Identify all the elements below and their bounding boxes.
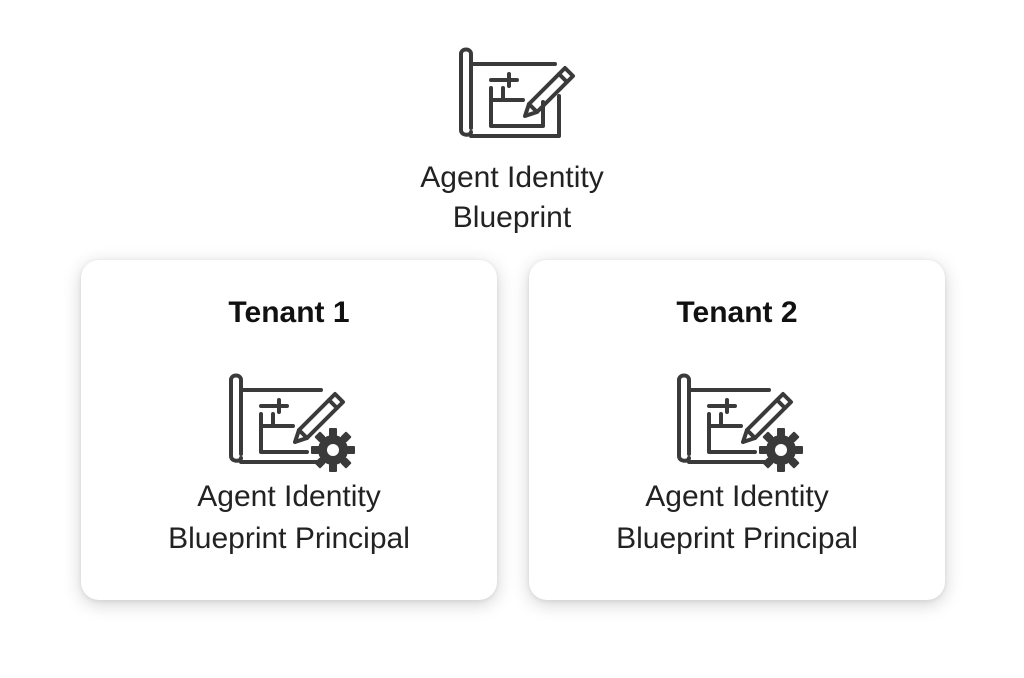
tenant-card-2: Tenant 2 Agent Identity Blueprint Princi… bbox=[529, 260, 945, 600]
blueprint-label-line1: Agent Identity bbox=[420, 161, 604, 194]
principal-label-line2: Blueprint Principal bbox=[616, 522, 858, 555]
principal-label-line1: Agent Identity bbox=[645, 480, 829, 513]
blueprint-pencil-icon bbox=[459, 47, 575, 138]
blueprint-principal-label: Agent Identity Blueprint Principal bbox=[81, 476, 497, 560]
blueprint-pencil-gear-icon bbox=[229, 373, 355, 472]
tenant-title: Tenant 2 bbox=[676, 296, 798, 329]
blueprint-pencil-gear-icon bbox=[677, 373, 803, 472]
tenant-card-1: Tenant 1 Agent Identity Blueprint Princi bbox=[81, 260, 497, 600]
tenant-title: Tenant 1 bbox=[228, 296, 350, 329]
blueprint-node: Agent Identity Blueprint bbox=[362, 44, 662, 238]
blueprint-label: Agent Identity Blueprint bbox=[362, 158, 662, 238]
principal-label-line2: Blueprint Principal bbox=[168, 522, 410, 555]
blueprint-principal-label: Agent Identity Blueprint Principal bbox=[529, 476, 945, 560]
blueprint-label-line2: Blueprint bbox=[452, 201, 572, 234]
principal-label-line1: Agent Identity bbox=[197, 480, 381, 513]
